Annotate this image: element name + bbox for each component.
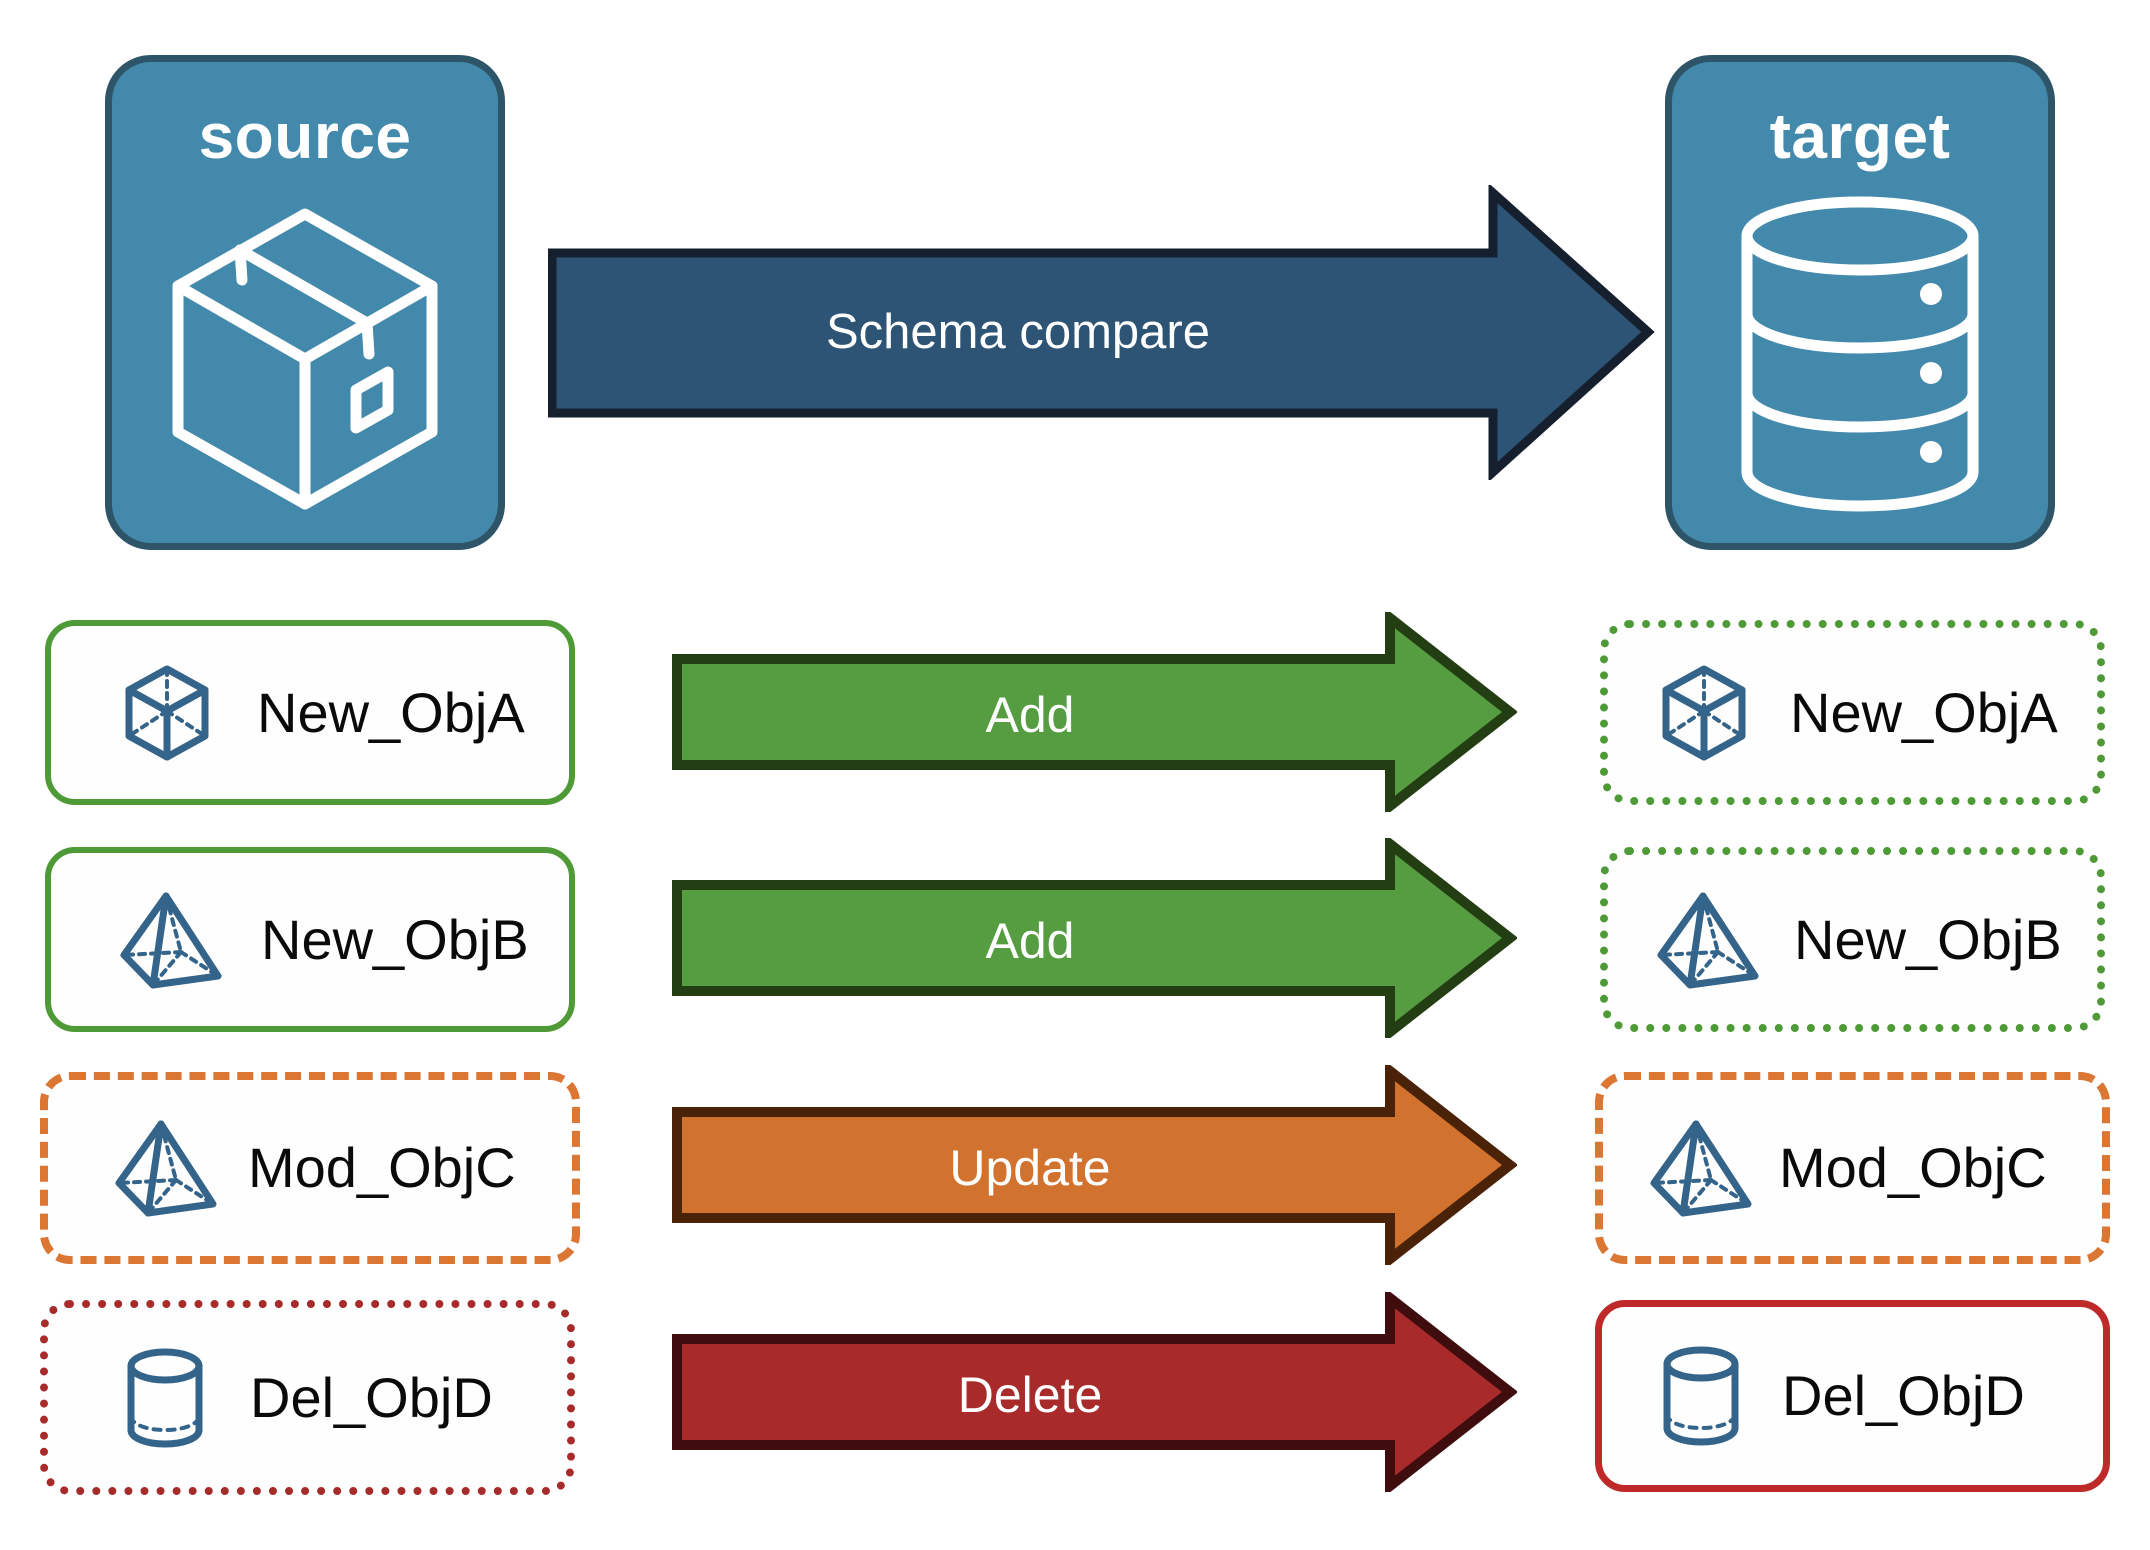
target-chip-row-2[interactable]: Mod_ObjC [1595, 1072, 2110, 1264]
source-label: source [198, 100, 412, 172]
wireframe-cube-icon [1658, 664, 1750, 762]
target-chip-label-row-3: Del_ObjD [1782, 1364, 2025, 1427]
source-chip-label-row-3: Del_ObjD [250, 1365, 493, 1429]
schema-compare-arrow[interactable]: Schema compare [547, 182, 1658, 483]
action-arrow-row-0[interactable]: Add [672, 607, 1519, 817]
target-chip-row-1[interactable]: New_ObjB [1600, 847, 2105, 1032]
action-arrow-row-2[interactable]: Update [672, 1060, 1519, 1270]
source-chip-row-0[interactable]: New_ObjA [45, 620, 575, 805]
action-label-row-2: Update [949, 1140, 1111, 1196]
action-arrow-row-1[interactable]: Add [672, 833, 1519, 1043]
wireframe-pyramid-icon [1649, 1118, 1753, 1218]
source-chip-row-2[interactable]: Mod_ObjC [40, 1072, 580, 1264]
source-chip-label-row-0: New_ObjA [257, 680, 525, 744]
target-chip-label-row-1: New_ObjB [1794, 907, 2062, 971]
target-endpoint-card[interactable]: target [1665, 55, 2055, 550]
action-arrow-row-3[interactable]: Delete [672, 1287, 1519, 1497]
wireframe-pyramid-icon [1656, 890, 1760, 990]
action-label-row-1: Add [985, 913, 1075, 969]
source-chip-row-3[interactable]: Del_ObjD [40, 1300, 575, 1495]
source-endpoint-card[interactable]: source [105, 55, 505, 550]
source-chip-row-1[interactable]: New_ObjB [45, 847, 575, 1032]
wireframe-cube-icon [121, 664, 213, 762]
schema-compare-label: Schema compare [825, 305, 1210, 359]
action-label-row-3: Delete [957, 1367, 1103, 1423]
target-chip-label-row-2: Mod_ObjC [1779, 1136, 2047, 1199]
database-cylinder-icon [1735, 194, 1985, 519]
wireframe-cylinder-icon [1660, 1344, 1742, 1448]
wireframe-pyramid-icon [114, 1118, 218, 1218]
target-label: target [1769, 100, 1951, 172]
source-chip-label-row-1: New_ObjB [261, 907, 529, 971]
wireframe-pyramid-icon [119, 890, 223, 990]
package-box-icon [160, 194, 450, 519]
target-chip-row-3[interactable]: Del_ObjD [1595, 1300, 2110, 1492]
action-label-row-0: Add [985, 687, 1075, 743]
source-chip-label-row-2: Mod_ObjC [248, 1136, 516, 1199]
wireframe-cylinder-icon [124, 1346, 206, 1450]
target-chip-row-0[interactable]: New_ObjA [1600, 620, 2105, 805]
target-chip-label-row-0: New_ObjA [1790, 680, 2058, 744]
